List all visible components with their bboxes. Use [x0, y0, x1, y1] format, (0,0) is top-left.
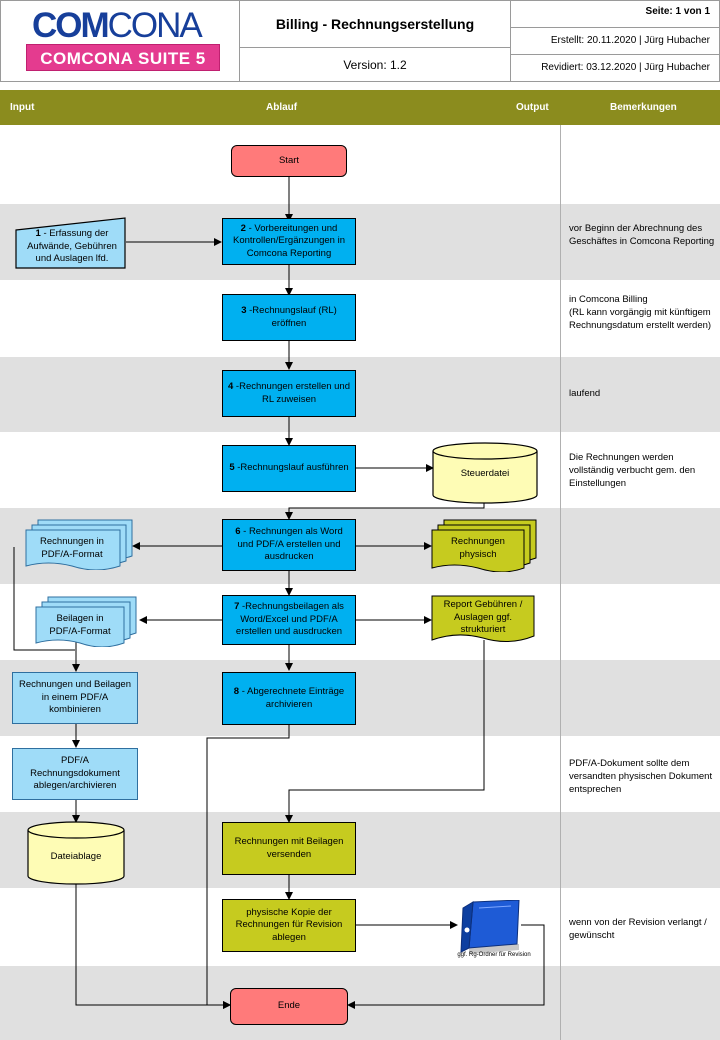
logo-text-b: CONA [107, 6, 203, 45]
node-3-label: -Rechnungslauf (RL) eröffnen [246, 305, 337, 329]
dateiablage-cylinder [27, 821, 125, 885]
start-terminal: Start [231, 145, 347, 177]
kombinieren-box: Rechnungen und Beilagen in einem PDF/A k… [12, 672, 138, 724]
node-6-number: 6 [235, 526, 241, 538]
rechnungen-physisch-docs [431, 519, 537, 572]
lane-12 [0, 966, 720, 1040]
process-4: 4 -Rechnungen erstellen und RL zuweisen [222, 370, 356, 417]
logo: COMCONA [32, 6, 203, 45]
node-8-label: - Abgerechnete Einträge archivieren [239, 686, 345, 710]
process-7: 7 -Rechnungsbeilagen als Word/Excel und … [222, 595, 356, 645]
beilagen-pdfa-docs [35, 596, 137, 647]
process-6: 6 - Rechnungen als Word und PDF/A erstel… [222, 519, 356, 571]
remark-revision: wenn von der Revision verlangt / gewünsc… [569, 917, 707, 941]
remark-step-3a: in Comcona Billing [569, 294, 648, 305]
steuerdatei-cylinder [432, 442, 538, 504]
steuerdatei-label: Steuerdatei [460, 468, 510, 479]
logo-text-a: COM [32, 6, 110, 45]
report-label: Report Gebühren / Auslagen ggf. struktur… [443, 599, 523, 635]
column-remarks: Bemerkungen [610, 102, 677, 113]
node-1-text: 1 - Erfassung der Aufwände, Gebühren und… [20, 228, 124, 266]
input-shape-1 [15, 217, 126, 269]
remark-pdfa: PDF/A-Dokument sollte dem versandten phy… [569, 758, 713, 795]
column-input: Input [10, 102, 35, 113]
remark-step-5: Die Rechnungen werden vollständig verbuc… [569, 452, 696, 489]
column-flow: Ablauf [266, 102, 298, 113]
kopie-box: physische Kopie der Rechnungen für Revis… [222, 899, 356, 952]
revised-info: Revidiert: 03.12.2020 | Jürg Hubacher [541, 62, 710, 73]
pdfa-ablage-box: PDF/A Rechnungsdokument ablegen/archivie… [12, 748, 138, 800]
report-doc [431, 595, 535, 642]
node-3-number: 3 [241, 305, 247, 316]
rechnungen-physisch-label: Rechnungen physisch [451, 536, 505, 560]
node-5-number: 5 [229, 462, 235, 474]
node-7-label: -Rechnungsbeilagen als Word/Excel und PD… [235, 601, 344, 638]
page-title: Billing - Rechnungserstellung [275, 16, 475, 32]
process-3: 3 -Rechnungslauf (RL) eröffnen [222, 294, 356, 341]
blue-binder-icon [460, 900, 520, 954]
logo-suite: COMCONA SUITE 5 [26, 44, 220, 71]
dateiablage-label: Dateiablage [50, 851, 102, 862]
process-8: 8 - Abgerechnete Einträge archivieren [222, 672, 356, 725]
beilagen-pdfa-label: Beilagen in PDF/A-Format [49, 613, 111, 637]
versenden-box: Rechnungen mit Beilagen versenden [222, 822, 356, 875]
remark-step-3b: (RL kann vorgängig mit künftigem Rechnun… [569, 307, 712, 331]
column-output: Output [516, 102, 549, 113]
page-number: Seite: 1 von 1 [645, 6, 710, 17]
remark-step-2: vor Beginn der Abrechnung des Geschäftes… [569, 223, 715, 247]
end-terminal: Ende [230, 988, 348, 1025]
node-8-number: 8 [233, 686, 240, 697]
node-5-label: -Rechnungslauf ausführen [234, 462, 349, 474]
node-7-number: 7 [234, 601, 240, 613]
remarks-divider [560, 125, 561, 1040]
remark-step-4: laufend [569, 388, 601, 399]
node-2-label: - Vorbereitungen und Kontrollen/Ergänzun… [233, 222, 345, 259]
column-header-band [0, 90, 720, 125]
node-2-number: 2 [240, 222, 246, 234]
created-info: Erstellt: 20.11.2020 | Jürg Hubacher [550, 35, 710, 46]
node-4-label: -Rechnungen erstellen und RL zuweisen [233, 381, 350, 405]
rechnungen-pdfa-docs [25, 519, 133, 570]
rechnungen-pdfa-label: Rechnungen in PDF/A-Format [40, 536, 104, 560]
node-6-label: - Rechnungen als Word und PDF/A erstelle… [237, 526, 343, 563]
process-2: 2 - Vorbereitungen und Kontrollen/Ergänz… [222, 218, 356, 265]
process-5: 5 -Rechnungslauf ausführen [222, 445, 356, 492]
node-4-number: 4 [227, 381, 234, 392]
node-1-number: 1 [35, 228, 41, 239]
lane-4 [0, 357, 720, 432]
binder-caption: ggf. Rg-Ordner für Revision [457, 952, 531, 958]
version-label: Version: 1.2 [343, 58, 407, 72]
node-1-label: - Erfassung der Aufwände, Gebühren und A… [27, 228, 117, 264]
